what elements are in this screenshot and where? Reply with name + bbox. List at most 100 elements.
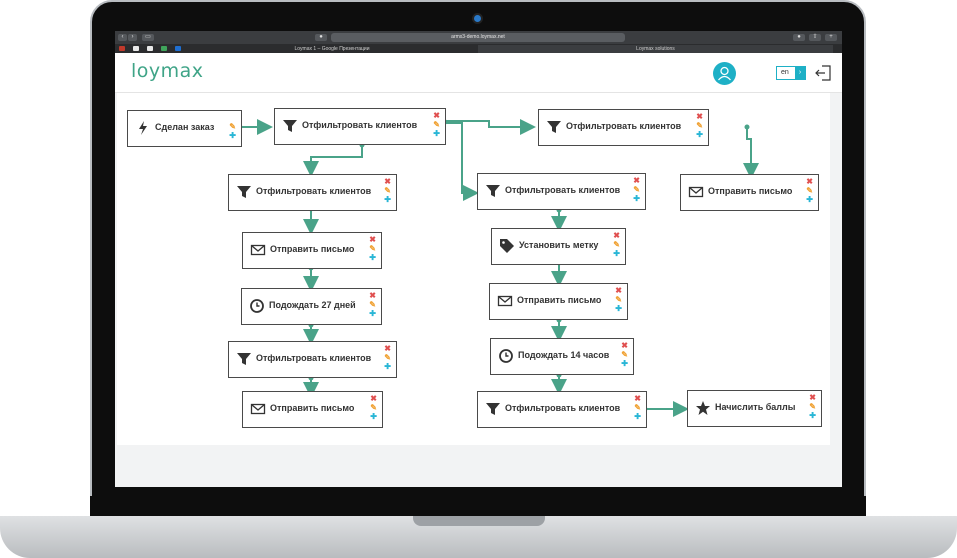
- workflow-canvas[interactable]: Сделан заказ ✎ ✚ Отфильтровать клиентов …: [117, 93, 830, 445]
- funnel-icon: [486, 403, 500, 415]
- workflow-node-wait[interactable]: Подождать 14 часов ✖ ✎ ✚: [490, 338, 634, 375]
- edit-icon[interactable]: ✎: [384, 186, 391, 195]
- favicon-icon[interactable]: [133, 46, 139, 51]
- edit-icon[interactable]: ✎: [633, 185, 640, 194]
- delete-icon[interactable]: ✖: [615, 286, 622, 295]
- tab-loymax-solutions[interactable]: Loymax solutions: [478, 45, 833, 53]
- add-icon[interactable]: ✚: [806, 195, 813, 204]
- edit-icon[interactable]: ✎: [369, 300, 376, 309]
- tab-bar: Loymax 1 – Google Презентации Loymax sol…: [115, 44, 842, 53]
- favicon-icon[interactable]: [175, 46, 181, 51]
- workflow-node-set-tag[interactable]: Установить метку ✖ ✎ ✚: [491, 228, 626, 265]
- edit-icon[interactable]: ✎: [613, 240, 620, 249]
- edit-icon[interactable]: ✎: [806, 186, 813, 195]
- delete-icon[interactable]: ✖: [370, 394, 377, 403]
- workflow-node-send-email[interactable]: Отправить письмо ✖ ✎ ✚: [489, 283, 628, 320]
- node-label: Отфильтровать клиентов: [256, 186, 372, 196]
- edit-icon[interactable]: ✎: [809, 402, 816, 411]
- user-profile-button[interactable]: [713, 62, 736, 85]
- download-icon[interactable]: ●: [793, 34, 805, 41]
- edit-icon[interactable]: ✎: [621, 350, 628, 359]
- workflow-node-filter[interactable]: Отфильтровать клиентов ✖ ✎ ✚: [538, 109, 709, 146]
- workflow-node-filter[interactable]: Отфильтровать клиентов ✖ ✎ ✚: [477, 173, 646, 210]
- address-bar[interactable]: armx3-demo.loymax.net: [331, 33, 625, 42]
- delete-icon[interactable]: ✖: [621, 341, 628, 350]
- add-icon[interactable]: ✚: [634, 412, 641, 421]
- delete-icon[interactable]: ✖: [384, 344, 391, 353]
- lightning-icon: [139, 121, 147, 135]
- envelope-icon: [250, 403, 266, 415]
- add-icon[interactable]: ✚: [384, 195, 391, 204]
- tab-presentation[interactable]: Loymax 1 – Google Презентации: [187, 45, 477, 53]
- logo[interactable]: loymax: [131, 60, 204, 82]
- node-label: Отфильтровать клиентов: [302, 120, 418, 130]
- edit-icon[interactable]: ✎: [634, 403, 641, 412]
- workflow-node-send-email[interactable]: Отправить письмо ✖ ✎ ✚: [242, 391, 383, 428]
- funnel-icon: [237, 186, 251, 198]
- add-icon[interactable]: ✚: [633, 194, 640, 203]
- back-button[interactable]: ‹: [118, 34, 127, 41]
- funnel-icon: [547, 121, 561, 133]
- star-icon: [696, 401, 710, 415]
- new-tab-button[interactable]: +: [825, 34, 837, 41]
- envelope-icon: [688, 186, 704, 198]
- delete-icon[interactable]: ✖: [369, 235, 376, 244]
- add-icon[interactable]: ✚: [613, 249, 620, 258]
- workflow-node-award-points[interactable]: Начислить баллы ✖ ✎ ✚: [687, 390, 822, 427]
- node-label: Установить метку: [519, 240, 599, 250]
- workflow-node-order-placed[interactable]: Сделан заказ ✎ ✚: [127, 110, 242, 147]
- add-icon[interactable]: ✚: [809, 411, 816, 420]
- add-icon[interactable]: ✚: [370, 412, 377, 421]
- share-icon[interactable]: ⇧: [809, 34, 821, 41]
- workflow-node-filter[interactable]: Отфильтровать клиентов ✖ ✎ ✚: [274, 108, 446, 145]
- favicon-icon[interactable]: [119, 46, 125, 51]
- add-icon[interactable]: ✚: [696, 130, 703, 139]
- delete-icon[interactable]: ✖: [633, 176, 640, 185]
- delete-icon[interactable]: ✖: [806, 177, 813, 186]
- clock-icon: [250, 299, 264, 313]
- screen: ‹ › ▭ ● armx3-demo.loymax.net ● ⇧ + Loym…: [115, 31, 842, 487]
- edit-icon[interactable]: ✎: [696, 121, 703, 130]
- funnel-icon: [486, 185, 500, 197]
- favicon-icon[interactable]: [161, 46, 167, 51]
- forward-button[interactable]: ›: [128, 34, 137, 41]
- delete-icon[interactable]: ✖: [384, 177, 391, 186]
- language-switcher[interactable]: en ›: [776, 66, 806, 80]
- add-icon[interactable]: ✚: [621, 359, 628, 368]
- envelope-icon: [250, 244, 266, 256]
- edit-icon[interactable]: ✎: [384, 353, 391, 362]
- sidebar-toggle-button[interactable]: ▭: [142, 34, 154, 41]
- add-icon[interactable]: ✚: [369, 309, 376, 318]
- funnel-icon: [283, 120, 297, 132]
- workflow-node-send-email[interactable]: Отправить письмо ✖ ✎ ✚: [242, 232, 382, 269]
- favicon-icon[interactable]: [147, 46, 153, 51]
- workflow-node-filter[interactable]: Отфильтровать клиентов ✖ ✎ ✚: [228, 174, 397, 211]
- webcam: [474, 15, 481, 22]
- logout-icon[interactable]: [814, 64, 832, 82]
- workflow-node-send-email[interactable]: Отправить письмо ✖ ✎ ✚: [680, 174, 819, 211]
- delete-icon[interactable]: ✖: [809, 393, 816, 402]
- add-icon[interactable]: ✚: [369, 253, 376, 262]
- delete-icon[interactable]: ✖: [369, 291, 376, 300]
- edit-icon[interactable]: ✎: [370, 403, 377, 412]
- add-icon[interactable]: ✚: [615, 304, 622, 313]
- workflow-node-filter[interactable]: Отфильтровать клиентов ✖ ✎ ✚: [228, 341, 397, 378]
- envelope-icon: [497, 295, 513, 307]
- edit-icon[interactable]: ✎: [229, 122, 236, 131]
- connector: [444, 122, 479, 201]
- delete-icon[interactable]: ✖: [613, 231, 620, 240]
- edit-icon[interactable]: ✎: [369, 244, 376, 253]
- workflow-node-wait[interactable]: Подождать 27 дней ✖ ✎ ✚: [241, 288, 382, 325]
- edit-icon[interactable]: ✎: [615, 295, 622, 304]
- edit-icon[interactable]: ✎: [433, 120, 440, 129]
- workflow-node-filter[interactable]: Отфильтровать клиентов ✖ ✎ ✚: [477, 391, 647, 428]
- node-label: Отправить письмо: [270, 403, 355, 413]
- delete-icon[interactable]: ✖: [696, 112, 703, 121]
- add-icon[interactable]: ✚: [433, 129, 440, 138]
- tag-icon: [500, 239, 514, 253]
- add-icon[interactable]: ✚: [229, 131, 236, 140]
- delete-icon[interactable]: ✖: [433, 111, 440, 120]
- delete-icon[interactable]: ✖: [634, 394, 641, 403]
- lower-panel: [115, 445, 842, 487]
- add-icon[interactable]: ✚: [384, 362, 391, 371]
